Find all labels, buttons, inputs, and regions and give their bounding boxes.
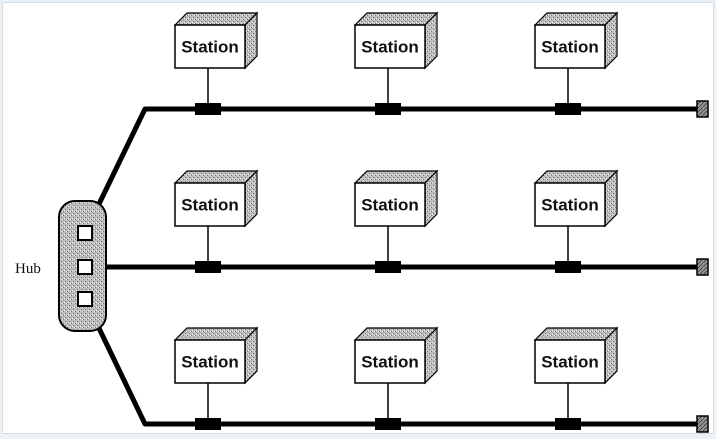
station-box-top bbox=[353, 327, 439, 341]
station-box-top bbox=[353, 170, 439, 184]
station-box-front bbox=[534, 339, 606, 384]
station-node: Station bbox=[353, 169, 439, 273]
tap-connector bbox=[375, 261, 401, 273]
tap-connector bbox=[555, 261, 581, 273]
station-box-front bbox=[354, 182, 426, 227]
bus-cable bbox=[82, 297, 698, 427]
hub-port bbox=[77, 225, 93, 241]
hub-port bbox=[77, 291, 93, 307]
station-box-top bbox=[173, 327, 259, 341]
hub-label: Hub bbox=[15, 261, 41, 277]
station-box-top bbox=[353, 12, 439, 26]
tap-connector bbox=[375, 418, 401, 430]
station-node: Station bbox=[533, 11, 619, 115]
station-label: Station bbox=[181, 38, 239, 57]
station-label: Station bbox=[361, 38, 419, 57]
tap-connector bbox=[555, 103, 581, 115]
station-label: Station bbox=[541, 353, 599, 372]
station-box-front bbox=[354, 339, 426, 384]
station-box-front bbox=[534, 182, 606, 227]
tap-connector bbox=[195, 418, 221, 430]
station-label: Station bbox=[541, 38, 599, 57]
bus-terminator bbox=[696, 258, 709, 276]
station-box-top bbox=[533, 170, 619, 184]
bus-cable bbox=[82, 106, 698, 235]
station-box-front bbox=[174, 182, 246, 227]
station-node: Station bbox=[533, 169, 619, 273]
station-box-front bbox=[174, 339, 246, 384]
station-node: Station bbox=[173, 326, 259, 430]
station-label: Station bbox=[361, 353, 419, 372]
station-label: Station bbox=[181, 196, 239, 215]
hub-port bbox=[77, 259, 93, 275]
bus-terminator bbox=[696, 415, 709, 433]
station-node: Station bbox=[173, 11, 259, 115]
station-node: Station bbox=[533, 326, 619, 430]
station-box-top bbox=[173, 12, 259, 26]
station-label: Station bbox=[541, 196, 599, 215]
station-label: Station bbox=[361, 196, 419, 215]
station-box-front bbox=[534, 24, 606, 69]
tap-connector bbox=[555, 418, 581, 430]
tap-connector bbox=[375, 103, 401, 115]
bus-terminator bbox=[696, 100, 709, 118]
station-box-top bbox=[173, 170, 259, 184]
station-box-top bbox=[533, 12, 619, 26]
station-node: Station bbox=[353, 11, 439, 115]
station-node: Station bbox=[353, 326, 439, 430]
station-box-front bbox=[174, 24, 246, 69]
station-label: Station bbox=[181, 353, 239, 372]
station-box-front bbox=[354, 24, 426, 69]
tap-connector bbox=[195, 103, 221, 115]
tap-connector bbox=[195, 261, 221, 273]
station-node: Station bbox=[173, 169, 259, 273]
station-box-top bbox=[533, 327, 619, 341]
